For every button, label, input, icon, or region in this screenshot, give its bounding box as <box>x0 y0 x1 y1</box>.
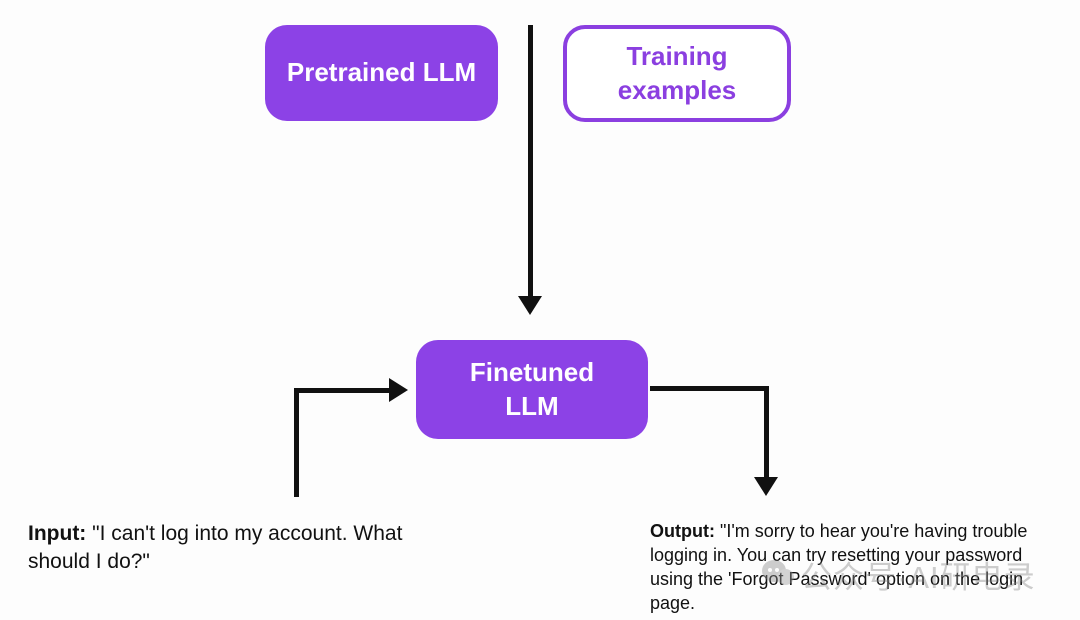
pretrained-llm-label: Pretrained LLM <box>286 57 477 88</box>
output-label: Output: <box>650 521 715 541</box>
output-arrow-horizontal-line <box>650 386 769 391</box>
output-arrowhead-icon <box>754 477 778 496</box>
training-examples-label: Training examples <box>617 40 737 105</box>
output-example-text: Output: "I'm sorry to hear you're having… <box>650 520 1062 616</box>
input-arrow-vertical-line <box>294 390 299 497</box>
finetuned-llm-node: Finetuned LLM <box>416 340 648 439</box>
input-arrow-horizontal-line <box>294 388 389 393</box>
input-example-text: Input: "I can't log into my account. Wha… <box>28 520 468 577</box>
training-flow-arrowhead-icon <box>518 296 542 315</box>
output-quote: "I'm sorry to hear you're having trouble… <box>650 521 1028 613</box>
pretrained-llm-node: Pretrained LLM <box>265 25 498 121</box>
output-arrow-vertical-line <box>764 386 769 477</box>
input-arrowhead-icon <box>389 378 408 402</box>
training-flow-arrow-line <box>528 25 533 297</box>
input-quote: "I can't log into my account. What shoul… <box>28 522 403 574</box>
finetuned-llm-label: Finetuned LLM <box>469 356 595 421</box>
input-label: Input: <box>28 522 87 545</box>
training-examples-node: Training examples <box>563 25 791 122</box>
